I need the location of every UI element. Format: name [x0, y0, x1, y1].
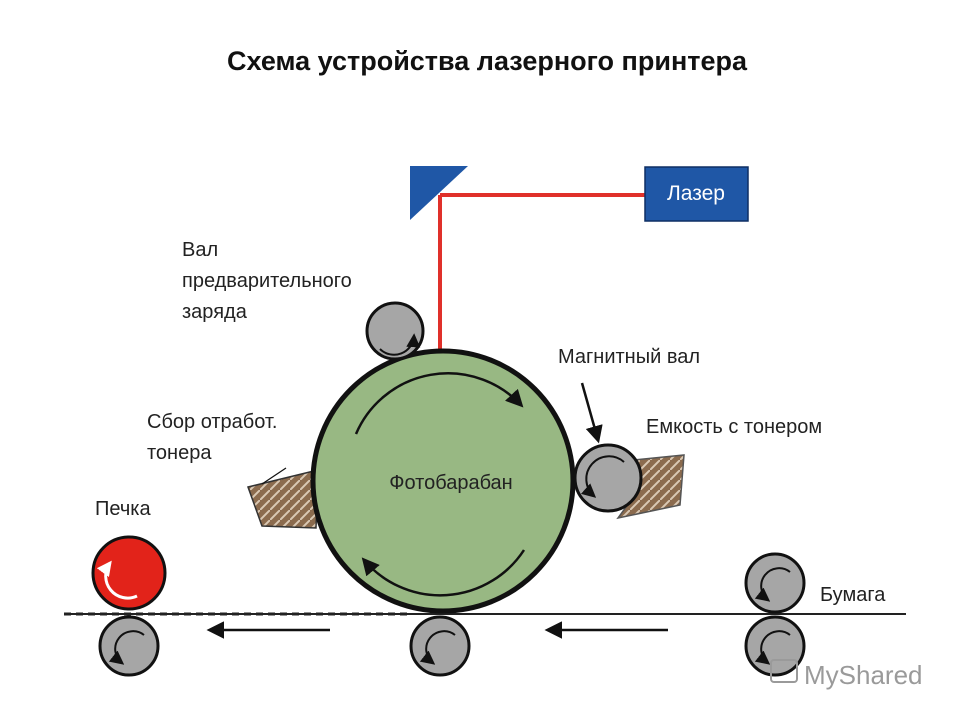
waste-label-1: Сбор отработ. [147, 411, 277, 433]
laser-beam [438, 193, 645, 352]
waste-toner-collector [247, 469, 319, 529]
magnetic-roller-label: Магнитный вал [558, 346, 700, 368]
mirror [410, 166, 468, 220]
watermark-icon [770, 659, 798, 683]
drum-rotation-arrow-top [354, 372, 524, 435]
photo-drum: Фотобарабан [310, 348, 576, 614]
transfer-roller [409, 615, 471, 677]
precharge-label-2: предварительного [182, 270, 352, 292]
feed-roller-lower [744, 615, 806, 677]
waste-label-2: тонера [147, 442, 212, 464]
drum-rotation-arrow-bottom [361, 549, 526, 597]
fuser-roller [91, 535, 167, 611]
waste-pointer [261, 467, 287, 485]
page-title: Схема устройства лазерного принтера [227, 46, 748, 76]
toner-container-label: Емкость с тонером [646, 416, 822, 438]
magnetic-roller-pointer [580, 382, 603, 444]
magnetic-roller [573, 443, 643, 513]
paper-label: Бумага [820, 584, 886, 606]
watermark: MyShared [770, 659, 923, 690]
precharge-label-1: Вал [182, 239, 218, 261]
watermark-text: MyShared [804, 660, 923, 690]
drum-label: Фотобарабан [389, 472, 512, 494]
laser-unit: Лазер [644, 166, 749, 222]
laser-label: Лазер [667, 182, 725, 205]
fuser-label: Печка [95, 498, 151, 520]
feed-roller-upper [744, 552, 806, 614]
precharge-label-3: заряда [182, 301, 248, 323]
precharge-roller [365, 301, 425, 361]
fuser-pressure-roller [98, 615, 160, 677]
